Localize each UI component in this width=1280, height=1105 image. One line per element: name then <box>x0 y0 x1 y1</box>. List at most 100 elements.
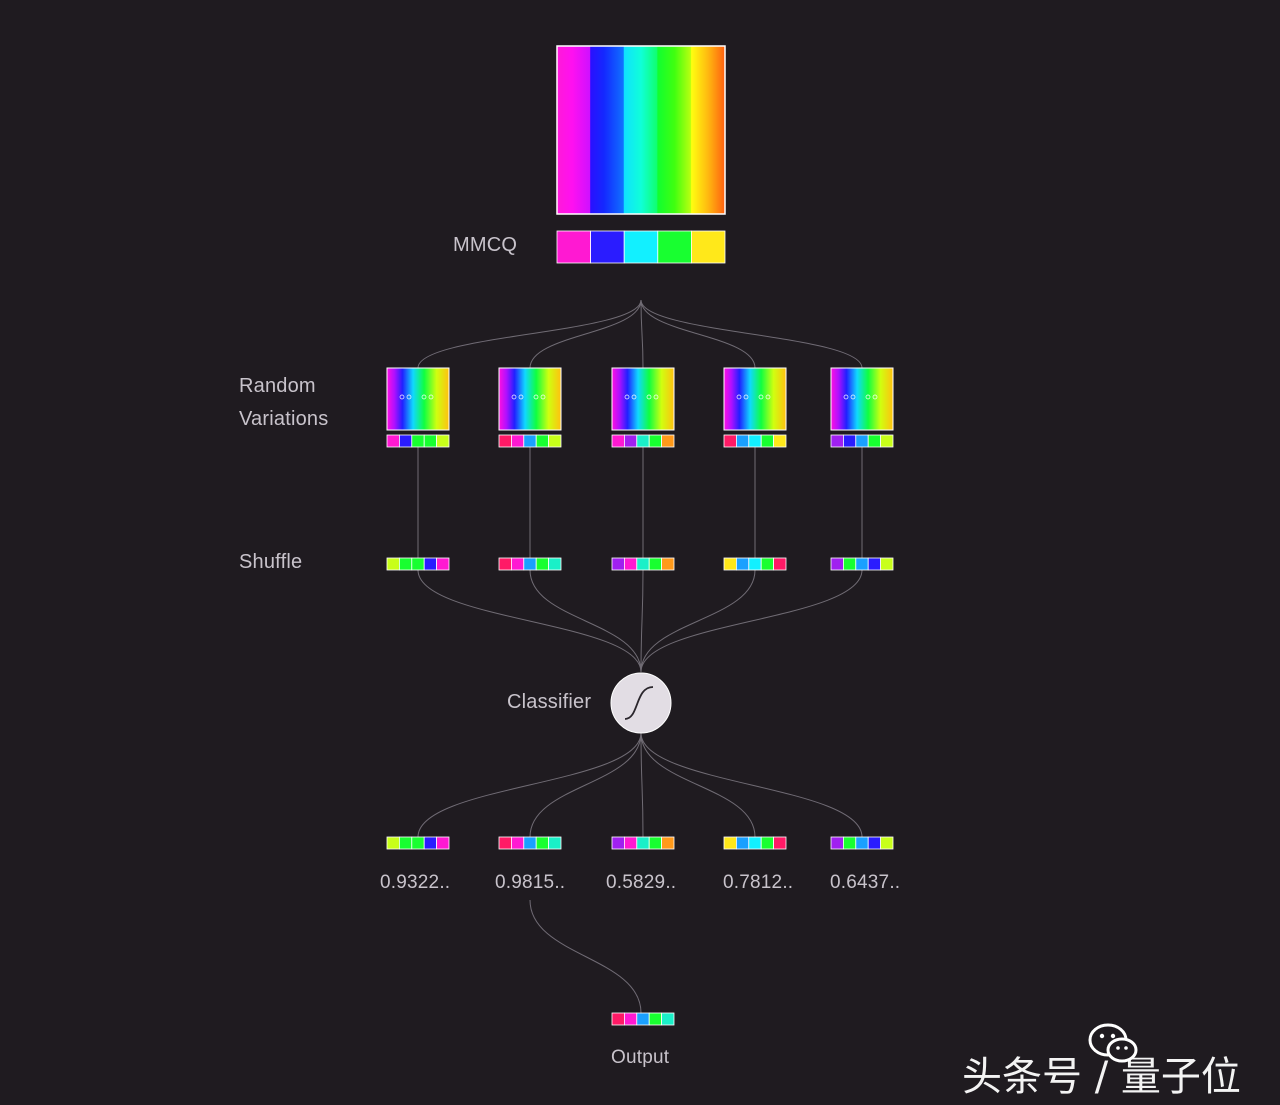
connector-line <box>417 732 642 838</box>
variation-marker <box>421 394 427 400</box>
connector-line <box>529 299 642 369</box>
palette-swatch <box>411 434 425 448</box>
palette-swatch <box>548 434 562 448</box>
variation-marker <box>511 394 517 400</box>
palette-swatch <box>436 836 450 850</box>
palette-swatch <box>880 434 894 448</box>
score-label: 0.9815.. <box>495 872 566 893</box>
palette-swatch <box>548 836 562 850</box>
variation-palette <box>723 434 787 448</box>
scored-palette <box>830 836 894 850</box>
variation-marker <box>518 394 524 400</box>
palette-swatch <box>611 836 625 850</box>
palette-swatch <box>423 557 438 571</box>
palette-swatch <box>661 557 675 571</box>
palette-swatch <box>611 1012 625 1026</box>
palette-swatch <box>648 836 663 850</box>
palette-swatch <box>748 836 762 850</box>
palette-swatch <box>657 230 692 264</box>
palette-swatch <box>867 434 882 448</box>
palette-swatch <box>773 434 787 448</box>
palette-swatch <box>748 557 762 571</box>
palette-swatch <box>624 836 638 850</box>
palette-swatch <box>760 434 775 448</box>
palette-swatch <box>661 836 675 850</box>
score-label: 0.6437.. <box>830 872 901 893</box>
variation-image <box>498 367 562 431</box>
score-label: 0.9322.. <box>380 872 451 893</box>
output-label: Output <box>611 1047 670 1068</box>
connector-line <box>640 732 644 838</box>
palette-swatch <box>611 557 625 571</box>
connector-line <box>640 732 863 838</box>
variation-image <box>723 367 787 431</box>
variation-marker <box>428 394 434 400</box>
connector-line <box>417 299 642 369</box>
variation-palette <box>830 434 894 448</box>
palette-swatch <box>423 434 438 448</box>
palette-swatch <box>611 434 625 448</box>
palette-swatch <box>498 434 512 448</box>
scored-palette <box>386 836 450 850</box>
palette-swatch <box>436 434 450 448</box>
sigmoid-icon <box>624 686 654 720</box>
palette-swatch <box>624 1012 638 1026</box>
variation-marker <box>736 394 742 400</box>
palette-swatch <box>510 434 525 448</box>
palette-swatch <box>773 836 787 850</box>
palette-swatch <box>648 1012 663 1026</box>
palette-swatch <box>867 836 882 850</box>
connector-line <box>417 569 642 673</box>
score-label: 0.5829.. <box>606 872 677 893</box>
variation-marker <box>850 394 856 400</box>
palette-swatch <box>623 230 659 264</box>
palette-swatch <box>723 836 737 850</box>
shuffle-label: Shuffle <box>239 551 303 573</box>
palette-swatch <box>855 557 869 571</box>
palette-swatch <box>648 434 663 448</box>
palette-swatch <box>624 557 638 571</box>
shuffled-palette <box>386 557 450 571</box>
connector-line <box>640 299 644 369</box>
variation-marker <box>540 394 546 400</box>
connector-line <box>640 732 756 838</box>
palette-swatch <box>535 557 550 571</box>
palette-swatch <box>411 836 425 850</box>
mmcq-palette <box>556 230 726 264</box>
palette-swatch <box>386 557 400 571</box>
variation-marker <box>765 394 771 400</box>
palette-swatch <box>556 230 591 264</box>
source-spectrum-image <box>556 45 726 215</box>
shuffled-palette <box>830 557 894 571</box>
mmcq-label: MMCQ <box>453 234 518 256</box>
shuffled-palette <box>498 557 562 571</box>
palette-swatch <box>523 836 537 850</box>
palette-swatch <box>523 434 537 448</box>
palette-swatch <box>590 230 625 264</box>
variation-marker <box>758 394 764 400</box>
palette-swatch <box>843 434 857 448</box>
palette-swatch <box>723 434 737 448</box>
palette-swatch <box>880 557 894 571</box>
connector-line <box>640 569 756 673</box>
connector-line <box>529 569 642 673</box>
palette-swatch <box>523 557 537 571</box>
palette-swatch <box>736 434 750 448</box>
palette-swatch <box>760 836 775 850</box>
palette-swatch <box>748 434 762 448</box>
connector-line <box>640 299 756 369</box>
palette-swatch <box>880 836 894 850</box>
variation-marker <box>631 394 637 400</box>
variation-marker <box>646 394 652 400</box>
variation-marker <box>872 394 878 400</box>
palette-swatch <box>398 434 413 448</box>
palette-swatch <box>398 836 413 850</box>
variation-marker <box>624 394 630 400</box>
connector-line <box>640 569 863 673</box>
palette-swatch <box>843 557 857 571</box>
palette-swatch <box>736 836 750 850</box>
palette-swatch <box>423 836 438 850</box>
connector-line <box>640 299 863 369</box>
watermark-text: 头条号 / 量子位 <box>962 1054 1241 1100</box>
